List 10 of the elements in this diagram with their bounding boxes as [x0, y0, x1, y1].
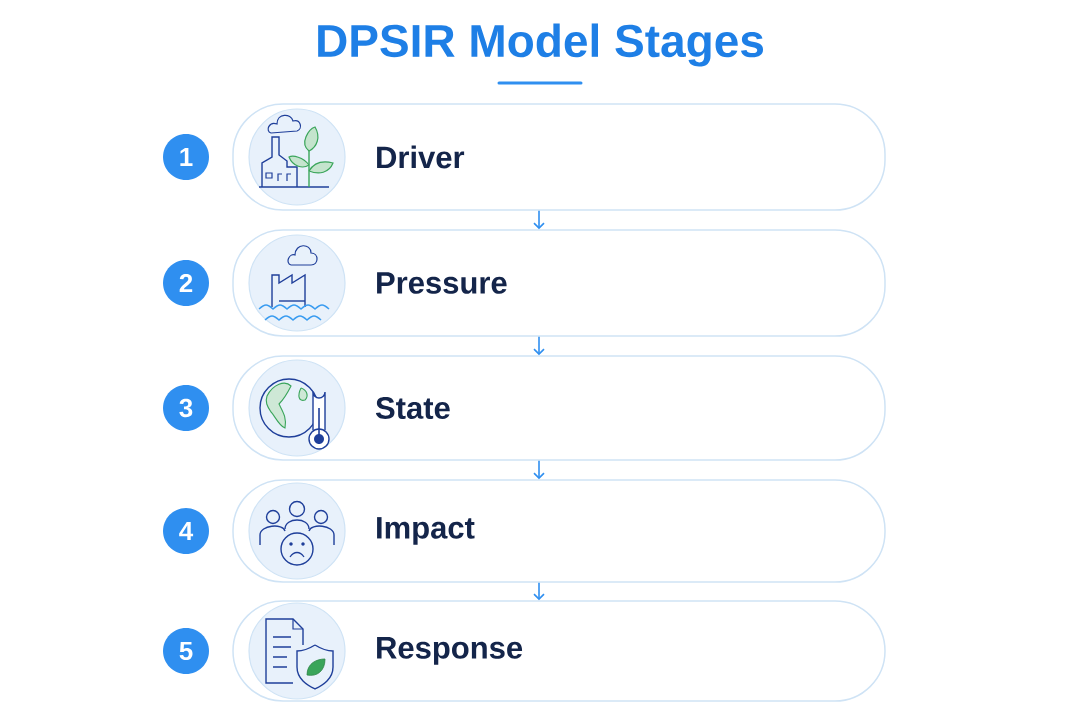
- number-badge: 2: [163, 260, 209, 306]
- title: DPSIR Model Stages: [318, 23, 763, 67]
- number-badge: 4: [163, 508, 209, 554]
- arrow: [533, 581, 545, 601]
- arrow: [533, 335, 545, 356]
- arrow: [533, 459, 545, 480]
- number-badge: 1: [163, 134, 209, 180]
- number-badge: 3: [163, 385, 209, 431]
- number-badge: 5: [163, 628, 209, 674]
- arrow: [533, 209, 545, 230]
